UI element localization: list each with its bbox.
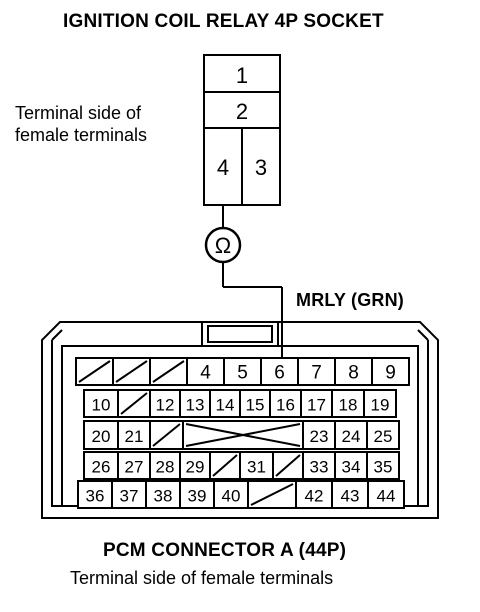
pcm-terminal-37: 37 [120, 487, 139, 506]
pcm-pin-grid: 4 5 6 7 8 9 10 12 13 14 15 16 17 18 19 20 21 23 24 25 26 27 28… [75, 357, 410, 509]
unused-terminal-slash [250, 483, 294, 506]
relay-terminal-2: 2 [236, 99, 248, 124]
pcm-terminal-18: 18 [339, 396, 358, 415]
pcm-terminal-10: 10 [92, 396, 111, 415]
pcm-cell-r5-c1 [77, 480, 113, 509]
pcm-terminal-28: 28 [156, 458, 175, 477]
pcm-terminal-31: 31 [247, 458, 266, 477]
pcm-cell-r1-c7 [297, 357, 336, 386]
unused-terminal-slash [275, 454, 301, 477]
pcm-terminal-33: 33 [310, 458, 329, 477]
pcm-cell-r2-c5 [209, 389, 241, 418]
pcm-terminal-21: 21 [125, 427, 144, 446]
relay-side-label-line2: female terminals [15, 125, 148, 145]
unused-terminal-slash [115, 360, 148, 383]
test-wire [222, 205, 283, 358]
pcm-terminal-43: 43 [341, 487, 360, 506]
pcm-cell-r5-c9 [367, 480, 405, 509]
pcm-terminal-16: 16 [276, 396, 295, 415]
pcm-terminal-34: 34 [342, 458, 361, 477]
pcm-terminal-4: 4 [200, 363, 211, 384]
pcm-terminal-15: 15 [246, 396, 265, 415]
relay-terminal-4: 4 [217, 155, 229, 180]
pcm-terminal-40: 40 [222, 487, 241, 506]
pcm-terminal-42: 42 [305, 487, 324, 506]
pcm-cell-r4-c3 [149, 451, 181, 480]
relay-socket [203, 54, 281, 206]
unused-terminal-slash [152, 423, 181, 447]
ohmmeter-icon [204, 226, 242, 264]
pcm-cell-r5-c4 [179, 480, 215, 509]
pcm-terminal-5: 5 [237, 363, 248, 384]
unused-terminal-cross [185, 423, 301, 447]
relay-side-label-line1: Terminal side of [15, 103, 142, 123]
pcm-cell-r4-c8 [302, 451, 336, 480]
relay-terminal-3: 3 [255, 155, 267, 180]
pcm-cell-r3-c4 [182, 420, 304, 450]
pcm-cell-r4-c10 [366, 451, 400, 480]
pcm-cell-r3-c7 [366, 420, 400, 450]
relay-socket-title: IGNITION COIL RELAY 4P SOCKET [63, 11, 384, 32]
pcm-terminal-29: 29 [186, 458, 205, 477]
pcm-cell-r5-c7 [295, 480, 333, 509]
pcm-cell-r4-c2 [117, 451, 151, 480]
pcm-terminal-26: 26 [92, 458, 111, 477]
unused-terminal-slash [152, 360, 185, 383]
unused-terminal-slash [78, 360, 111, 383]
pcm-terminal-8: 8 [348, 363, 359, 384]
wire-label: MRLY (GRN) [296, 290, 405, 310]
pcm-terminal-7: 7 [311, 363, 322, 384]
pcm-terminal-39: 39 [188, 487, 207, 506]
pcm-connector-subtitle: Terminal side of female terminals [70, 568, 334, 588]
pcm-terminal-9: 9 [385, 363, 396, 384]
pcm-cell-r2-c1 [83, 389, 119, 418]
pcm-cell-r1-c8 [334, 357, 373, 386]
pcm-terminal-25: 25 [374, 427, 393, 446]
relay-terminal-1: 1 [236, 63, 248, 88]
pcm-cell-r2-c7 [269, 389, 302, 418]
pcm-cell-r3-c5 [302, 420, 336, 450]
pcm-terminal-12: 12 [156, 396, 175, 415]
unused-terminal-slash [120, 392, 148, 415]
ohm-symbol: Ω [215, 233, 231, 258]
pcm-terminal-6: 6 [274, 363, 285, 384]
pcm-cell-r4-c9 [334, 451, 368, 480]
pcm-cell-r1-c5 [223, 357, 262, 386]
pcm-terminal-17: 17 [307, 396, 326, 415]
pcm-terminal-14: 14 [216, 396, 235, 415]
pcm-terminal-19: 19 [371, 396, 390, 415]
pcm-cell-r2-c9 [331, 389, 365, 418]
pcm-cell-r1-c4 [186, 357, 225, 386]
pcm-cell-r5-c3 [145, 480, 181, 509]
pcm-cell-r5-c8 [331, 480, 369, 509]
pcm-connector-title: PCM CONNECTOR A (44P) [103, 540, 347, 561]
pcm-cell-r2-c6 [239, 389, 271, 418]
pcm-terminal-13: 13 [186, 396, 205, 415]
pcm-terminal-35: 35 [374, 458, 393, 477]
pcm-cell-r2-c3 [149, 389, 181, 418]
unused-terminal-slash [212, 454, 238, 477]
pcm-terminal-20: 20 [92, 427, 111, 446]
pcm-terminal-38: 38 [154, 487, 173, 506]
pcm-terminal-27: 27 [125, 458, 144, 477]
pcm-terminal-36: 36 [86, 487, 105, 506]
pcm-terminal-24: 24 [342, 427, 361, 446]
pcm-cell-r2-c10 [363, 389, 397, 418]
pcm-cell-r1-c9 [371, 357, 410, 386]
pcm-terminal-23: 23 [310, 427, 329, 446]
pcm-terminal-44: 44 [377, 487, 396, 506]
